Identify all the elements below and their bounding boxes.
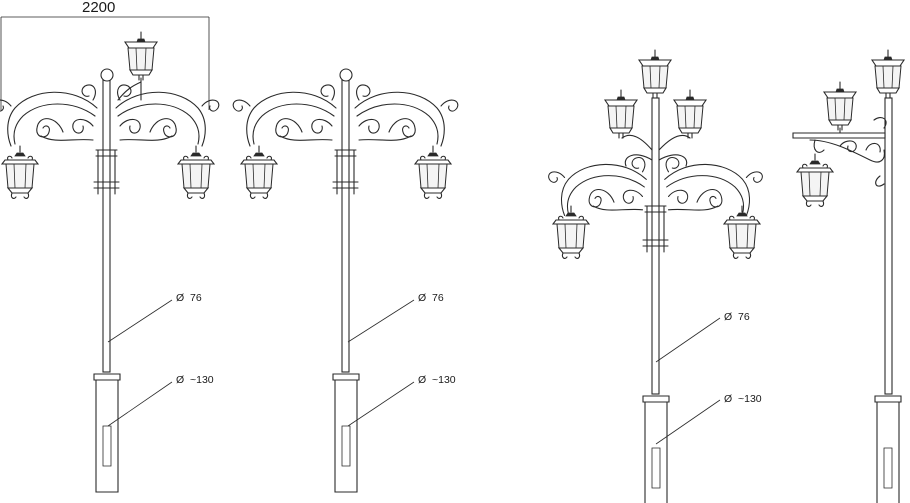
lantern-left [552,205,590,259]
lantern-right [414,145,452,199]
pole-base [642,395,670,503]
lantern-mid-left [604,89,638,139]
scroll-arm-left [0,84,98,147]
lamp-post-variant-3: Ø 76 Ø ~130 [548,49,763,503]
scroll-arm-right [664,156,763,217]
base-diameter-label-2: ~130 [432,374,456,386]
base-diameter-label-1: ~130 [190,374,214,386]
lantern-top [871,49,905,99]
pole-shaft [884,97,893,395]
lantern-bracket-top [823,81,857,131]
bracket-arm [792,132,886,139]
dimension-label: 2200 [82,0,115,16]
dimension-bracket [0,16,210,110]
lantern-top [124,31,158,81]
pole-diameter-label-3: 76 [738,311,750,323]
pole-diameter-label-2: 76 [432,292,444,304]
lantern-right [177,145,215,199]
diameter-symbol-1a: Ø [176,292,184,304]
pole-diameter-label-1: 76 [190,292,202,304]
diameter-symbol-3a: Ø [724,311,732,323]
lantern-left [240,145,278,199]
pole-shaft [341,79,350,373]
diameter-symbol-2a: Ø [418,292,426,304]
diameter-symbol-1b: Ø [176,374,184,386]
pole-finial [100,68,114,82]
scroll-arm-left [232,84,337,147]
pole-base [874,395,902,503]
scroll-arm-right [115,84,220,147]
lantern-bracket-hanging [796,153,834,207]
base-diameter-label-3: ~130 [738,393,762,405]
lamp-post-variant-4 [792,49,905,503]
scroll-arm-right [354,84,459,147]
pole-base [93,373,121,493]
diameter-symbol-2b: Ø [418,374,426,386]
pole-shaft [102,79,111,373]
pole-finial [339,68,353,82]
lamp-post-variant-2: Ø 76 Ø ~130 [232,68,459,493]
lantern-mid-right [673,89,707,139]
diameter-symbol-3b: Ø [724,393,732,405]
lantern-top [638,49,672,99]
lantern-left [1,145,39,199]
scroll-arm-left [548,156,647,217]
pole-base [332,373,360,493]
lantern-right [723,205,761,259]
lamp-post-variant-1: 2200 Ø 76 Ø ~130 [0,0,220,493]
